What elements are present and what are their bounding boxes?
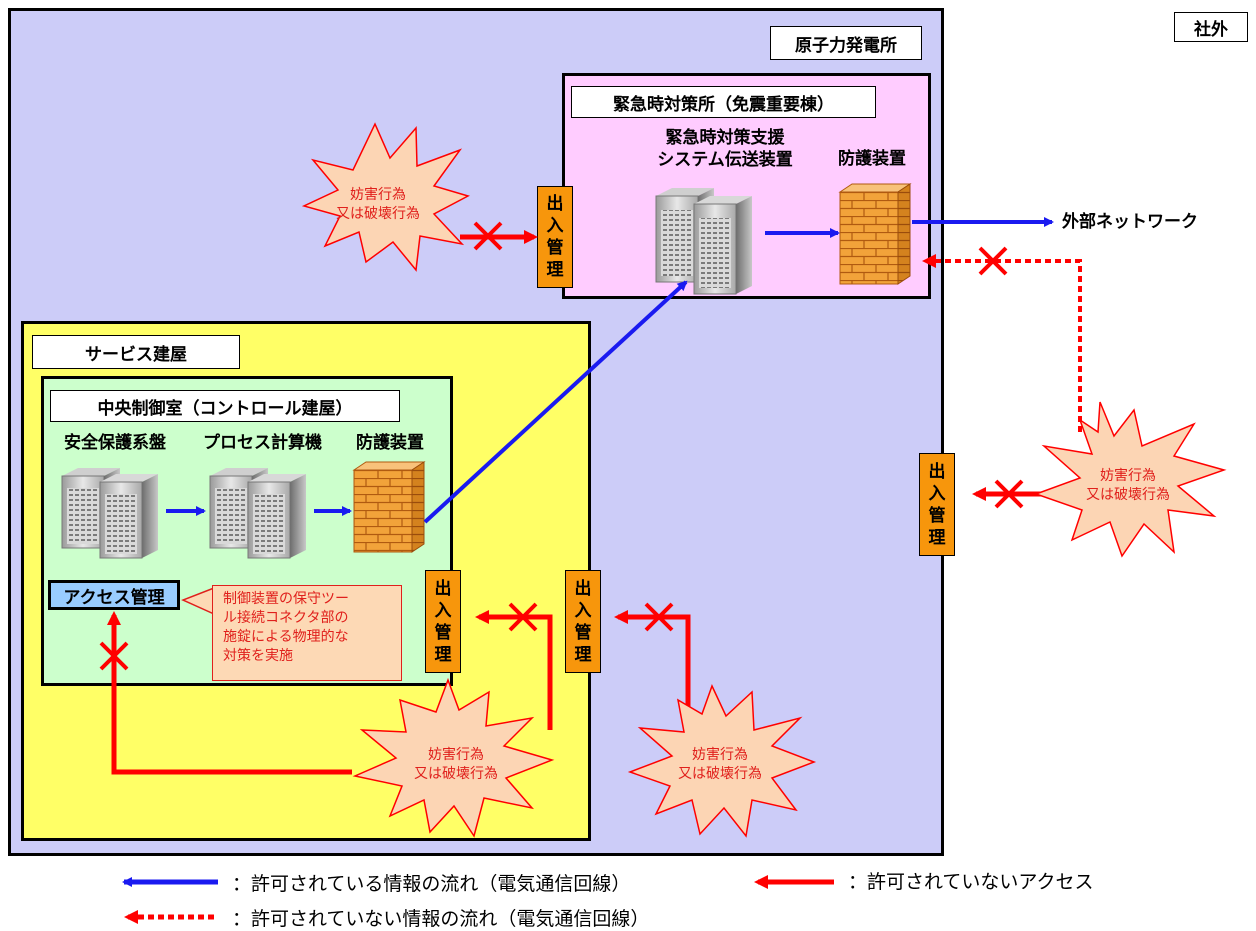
plant-label: 原子力発電所	[770, 26, 922, 60]
safety-panel-label: 安全保護系盤	[64, 433, 166, 453]
ert-system-label-line2: システム伝送装置	[657, 150, 793, 170]
emergency-firewall-label: 防護装置	[838, 149, 906, 169]
legend-unauthorized-text: ：許可されていないアクセス	[848, 871, 1094, 893]
process-computer-label: プロセス計算機	[203, 433, 322, 453]
maintenance-note-line1: 制御装置の保守ツー	[223, 591, 349, 607]
gate-char: 理	[546, 260, 564, 280]
block-x-icon	[508, 602, 538, 632]
gate-char: 管	[574, 622, 592, 643]
entry-control-gate-service: 出入管理	[565, 570, 601, 673]
legend-disallowed-text: ：許可されていない情報の流れ（電気通信回線）	[232, 908, 650, 930]
external-network-label: 外部ネットワーク	[1062, 212, 1198, 232]
gate-char: 出	[546, 194, 564, 214]
explosion-burst-icon	[352, 677, 555, 838]
gate-char: 出	[434, 578, 452, 599]
unauthorized-access-maintenance-port	[107, 611, 352, 775]
threat-text-line1: 妨害行為	[692, 747, 748, 763]
threat-label-service: 妨害行為 又は破壊行為	[660, 746, 780, 784]
firewall-brick-icon	[838, 183, 912, 285]
gate-char: 理	[434, 644, 452, 665]
control-firewall-label: 防護装置	[356, 433, 424, 453]
gate-char: 出	[928, 461, 946, 482]
block-x-icon	[473, 221, 503, 251]
threat-text-line2: 又は破壊行為	[1086, 487, 1170, 503]
offsite-label: 社外	[1174, 12, 1248, 42]
service-building-label: サービス建屋	[32, 335, 240, 369]
firewall-brick-icon	[352, 461, 426, 553]
gate-char: 出	[574, 578, 592, 599]
server-rack-icon	[61, 468, 158, 559]
maintenance-note-line3: 施錠による物理的な	[223, 629, 349, 645]
threat-text-line2: 又は破壊行為	[414, 766, 498, 782]
ert-system-label: 緊急時対策支援 システム伝送装置	[615, 127, 835, 171]
flow-control-firewall-to-ert	[423, 280, 688, 524]
threat-text-line1: 妨害行為	[1100, 468, 1156, 484]
entry-control-gate-control-room: 出入管理	[425, 570, 461, 673]
gate-char: 入	[434, 600, 452, 621]
maintenance-note-line4: 対策を実施	[223, 648, 293, 664]
threat-text-line2: 又は破壊行為	[678, 766, 762, 782]
entry-control-gate-plant: 出入管理	[919, 453, 955, 556]
block-x-icon	[978, 246, 1008, 276]
threat-label-control-room: 妨害行為 又は破壊行為	[396, 746, 516, 784]
gate-char: 理	[574, 644, 592, 665]
ert-system-label-line1: 緊急時対策支援	[665, 128, 785, 148]
threat-text-line1: 妨害行為	[350, 187, 406, 203]
gate-char: 入	[574, 600, 592, 621]
gate-char: 理	[928, 527, 946, 548]
gate-char: 入	[928, 483, 946, 504]
gate-char: 管	[546, 238, 564, 258]
block-x-icon	[99, 641, 129, 671]
maintenance-note: 制御装置の保守ツー ル接続コネクタ部の 施錠による物理的な 対策を実施	[212, 585, 402, 681]
gate-char: 管	[434, 622, 452, 643]
threat-text-line2: 又は破壊行為	[336, 206, 420, 222]
access-control-box: アクセス管理	[48, 580, 180, 610]
block-x-icon	[644, 602, 674, 632]
explosion-burst-icon	[301, 122, 470, 272]
server-rack-icon	[655, 188, 752, 295]
threat-label-plant: 妨害行為 又は破壊行為	[1068, 467, 1188, 505]
control-room-label: 中央制御室（コントロール建屋）	[50, 390, 400, 422]
explosion-burst-icon	[1033, 401, 1227, 558]
server-rack-icon	[209, 468, 306, 559]
entry-control-gate-emergency: 出入管理	[537, 186, 573, 288]
disallowed-inbound-flow	[922, 254, 1082, 432]
threat-text-line1: 妨害行為	[428, 747, 484, 763]
unauthorized-access-service	[614, 610, 691, 708]
unauthorized-access-control-room	[475, 610, 553, 730]
emergency-center-label: 緊急時対策所（免震重要棟）	[571, 86, 876, 118]
legend-allowed-text: ：許可されている情報の流れ（電気通信回線）	[232, 873, 631, 895]
explosion-burst-icon	[627, 684, 817, 838]
gate-char: 管	[928, 505, 946, 526]
gate-char: 入	[546, 216, 564, 236]
threat-label-emergency: 妨害行為 又は破壊行為	[318, 186, 438, 224]
maintenance-note-line2: ル接続コネクタ部の	[223, 610, 349, 626]
block-x-icon	[994, 479, 1024, 509]
